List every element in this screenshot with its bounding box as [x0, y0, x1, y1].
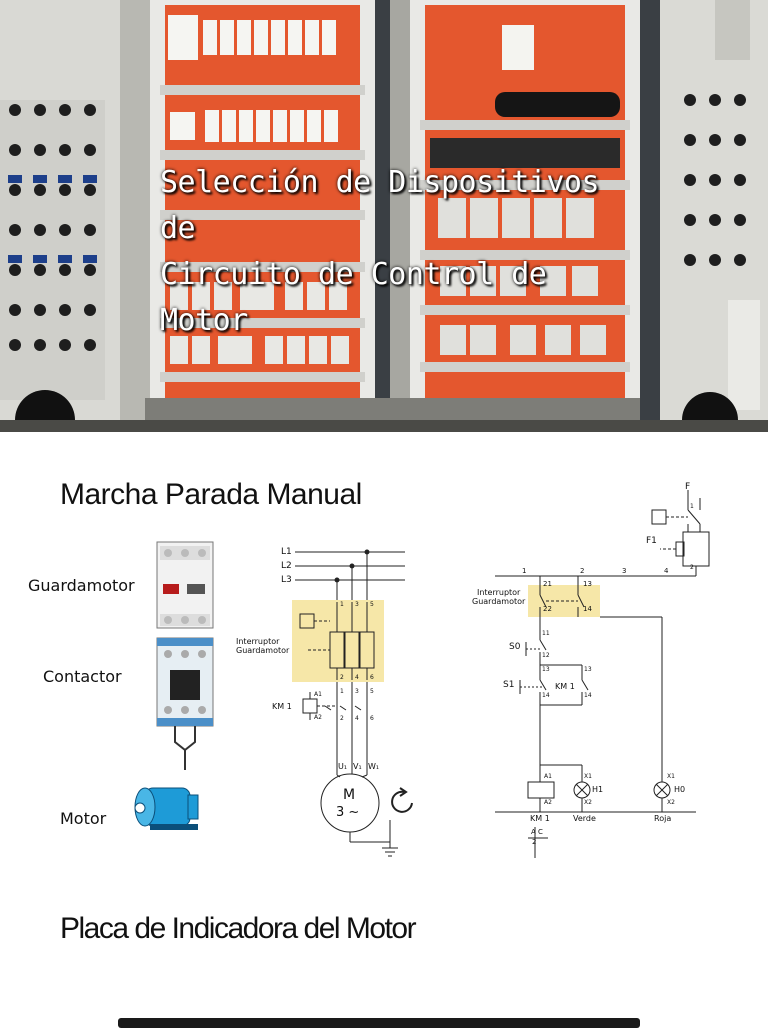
control-roja-label: Roja — [654, 814, 672, 823]
power-phase-l1: L1 — [281, 547, 292, 557]
hero-banner: Selección de Dispositivos de Circuito de… — [0, 0, 768, 432]
control-breaker-label-line1: Interruptor — [476, 588, 521, 597]
power-contact-bot-4: 4 — [355, 715, 359, 722]
control-coil-a1: A1 — [544, 773, 552, 780]
power-motor-u1: U₁ — [338, 762, 348, 771]
section-title-marcha: Marcha Parada Manual — [60, 478, 362, 511]
power-lower-wires — [302, 682, 368, 775]
control-km1-aux-14: 14 — [584, 692, 592, 699]
power-motor-m: M — [343, 787, 356, 803]
label-guardamotor: Guardamotor — [28, 576, 135, 595]
control-h1-x1: X1 — [584, 773, 592, 780]
control-top-f: F — [685, 482, 691, 492]
control-bus-2: 2 — [580, 567, 585, 575]
power-mid-term-2: 2 — [340, 674, 344, 681]
control-s0-11: 11 — [542, 630, 550, 637]
control-breaker-label-line2: Guardamotor — [472, 597, 526, 606]
hero-title-line2: Circuito de Control de Motor — [160, 257, 547, 338]
control-h0-x1: X1 — [667, 773, 675, 780]
power-motor-w1: W₁ — [368, 762, 380, 771]
control-ac-num: 2 — [532, 838, 537, 846]
power-top-term-3: 3 — [355, 601, 359, 608]
power-mid-term-4: 4 — [355, 674, 359, 681]
power-contact-bot-6: 6 — [370, 715, 374, 722]
power-breaker-symbol — [299, 602, 375, 680]
control-coil-a2: A2 — [544, 799, 552, 806]
control-f1-label: F1 — [646, 536, 657, 546]
section-title-placa: Placa de Indicadora del Motor — [60, 912, 417, 945]
control-h1-x2: X2 — [584, 799, 592, 806]
power-coil-a1: A1 — [314, 691, 322, 698]
device-cable — [174, 726, 196, 770]
power-breaker-label-line1: Interruptor — [236, 637, 280, 646]
control-km1-aux-label: KM 1 — [555, 682, 575, 691]
power-coil-a2: A2 — [314, 714, 322, 721]
control-s1-13: 13 — [542, 666, 550, 673]
power-motor-3phase: 3 ~ — [336, 805, 360, 820]
power-top-term-1: 1 — [340, 601, 344, 608]
control-breaker-21: 21 — [543, 580, 552, 588]
control-breaker-contacts — [539, 585, 585, 617]
hero-title-line1: Selección de Dispositivos de — [160, 165, 600, 246]
power-mid-term-6: 6 — [370, 674, 374, 681]
control-breaker-22: 22 — [543, 605, 552, 613]
contactor-device — [156, 637, 214, 727]
motor-device-icon — [134, 787, 199, 830]
power-coil-label: KM 1 — [272, 702, 292, 711]
control-bus-4: 4 — [664, 567, 669, 575]
wiring-diagram — [134, 490, 710, 858]
power-breaker-label: Interruptor Guardamotor — [236, 637, 289, 655]
control-breaker-label: Interruptor Guardamotor — [472, 588, 525, 606]
guardamotor-device — [156, 541, 214, 629]
power-motor-v1: V₁ — [353, 762, 362, 771]
control-lower — [495, 616, 696, 858]
hero-title: Selección de Dispositivos de Circuito de… — [160, 160, 630, 344]
control-km1-aux-13: 13 — [584, 666, 592, 673]
power-top-term-5: 5 — [370, 601, 374, 608]
control-s0-12: 12 — [542, 652, 550, 659]
control-breaker-13: 13 — [583, 580, 592, 588]
power-breaker-label-line2: Guardamotor — [236, 646, 290, 655]
label-contactor: Contactor — [43, 667, 122, 686]
control-f1-num: 2 — [690, 564, 694, 571]
control-s0-label: S0 — [509, 642, 521, 652]
control-s1-label: S1 — [503, 680, 515, 690]
control-circuit — [495, 490, 710, 590]
power-contact-top-5: 5 — [370, 688, 374, 695]
control-verde-label: Verde — [573, 814, 596, 823]
label-motor: Motor — [60, 809, 107, 828]
control-top-num: 1 — [690, 503, 694, 510]
power-contact-top-3: 3 — [355, 688, 359, 695]
control-h0-x2: X2 — [667, 799, 675, 806]
motor-nameplate-image — [118, 1018, 640, 1028]
control-bus-1: 1 — [522, 567, 527, 575]
control-h1-label: H1 — [592, 785, 604, 794]
control-bus-3: 3 — [622, 567, 627, 575]
control-panel-photo — [0, 0, 768, 432]
control-breaker-14: 14 — [583, 605, 592, 613]
control-ac-label: A C — [531, 828, 543, 836]
control-h0-label: H0 — [674, 785, 686, 794]
power-phase-l2: L2 — [281, 561, 292, 571]
control-s1-14: 14 — [542, 692, 550, 699]
power-motor-symbol — [320, 773, 413, 857]
power-contact-bot-2: 2 — [340, 715, 344, 722]
power-circuit — [295, 549, 405, 600]
power-breaker-highlight — [292, 600, 384, 682]
control-km1-label: KM 1 — [530, 814, 550, 823]
power-contact-top-1: 1 — [340, 688, 344, 695]
power-phase-l3: L3 — [281, 575, 292, 585]
